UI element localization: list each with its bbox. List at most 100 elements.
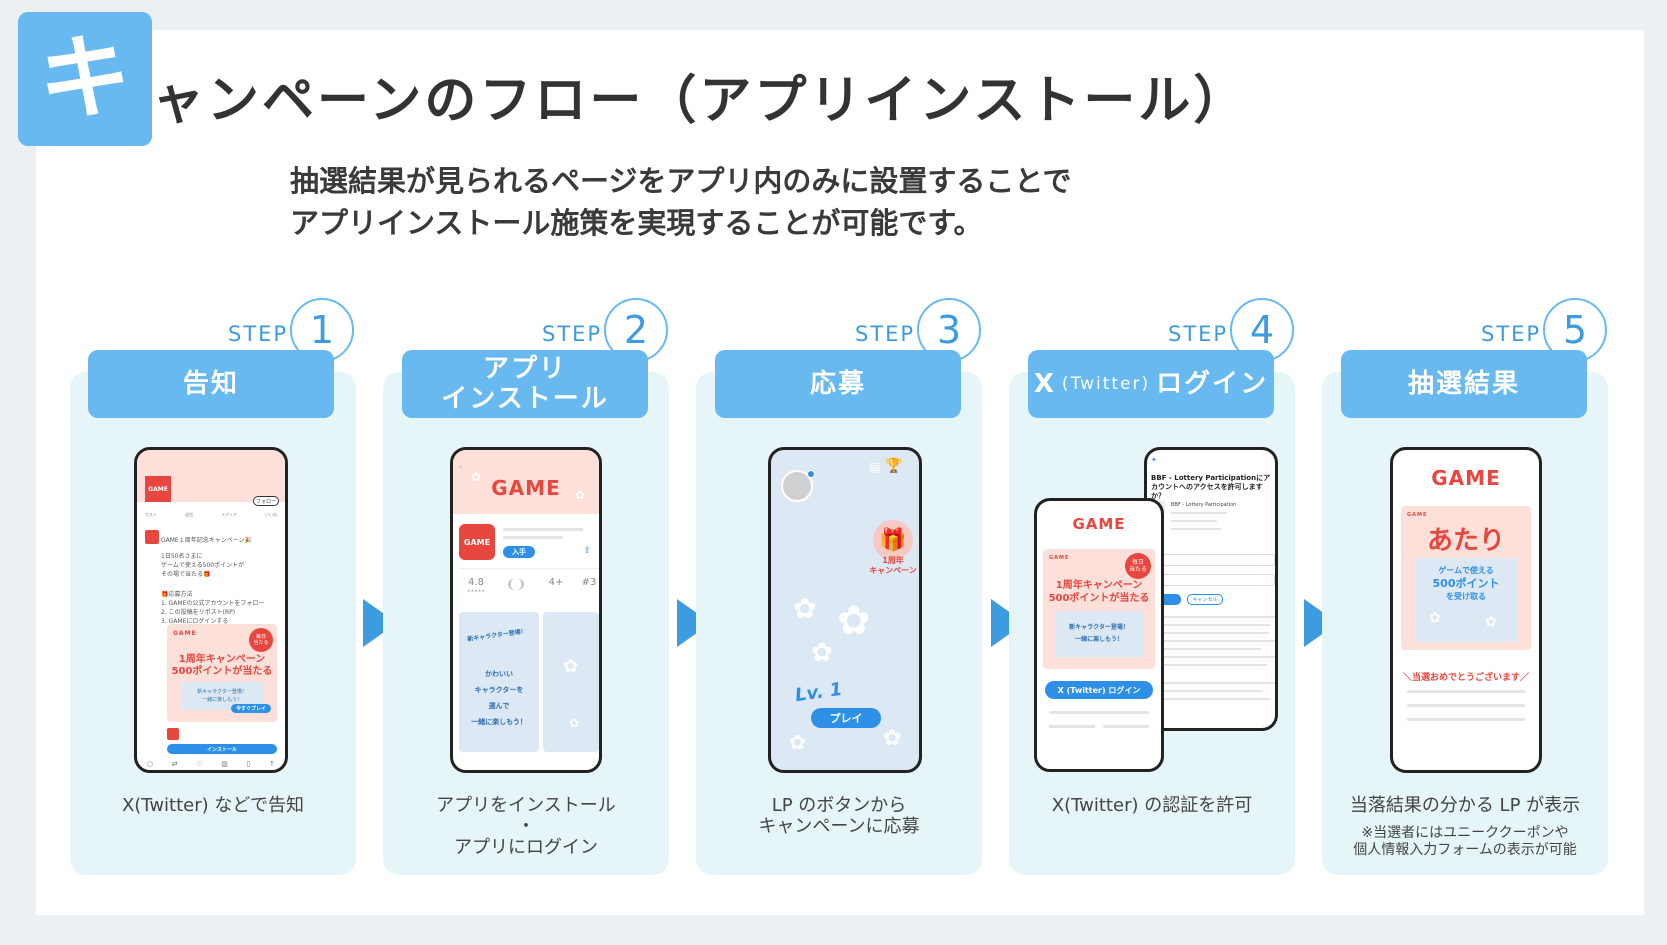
trophy-icon[interactable]: 🏆 <box>885 458 903 474</box>
tab-media[interactable]: メディア <box>221 512 237 517</box>
follow-button[interactable]: フォロー <box>253 496 279 506</box>
banner-play-button[interactable]: 今すぐプレイ <box>231 704 271 713</box>
screenshot-2[interactable]: ✿ ✿ <box>543 612 599 752</box>
app-icon: GAME <box>459 524 495 560</box>
step-1-title: 告知 <box>88 350 334 418</box>
install-avatar <box>167 728 179 740</box>
bookmark-icon[interactable]: ▯ <box>246 760 251 768</box>
result-placeholder <box>1407 718 1525 721</box>
step-4-label: STEP <box>1168 322 1229 346</box>
step-5-caption: 当落結果の分かる LP が表示 <box>1322 795 1608 816</box>
flower-icon: ✿ <box>789 730 806 754</box>
app-name-placeholder <box>503 528 583 531</box>
permission-placeholder <box>1151 648 1261 650</box>
sparkle-icon: ✿ <box>574 488 585 502</box>
lp-banner-line-2: 500ポイントが当たる <box>1048 593 1150 604</box>
flower-icon: ✿ <box>883 726 902 751</box>
flower-icon: ✿ <box>471 470 482 484</box>
lp-banner-badge: 毎日 当たる <box>1125 553 1151 579</box>
result-card-logo: GAME <box>1407 512 1428 518</box>
step-5-title-text: 抽選結果 <box>1407 369 1520 399</box>
banner-badge: 毎日 当たる <box>249 628 273 652</box>
avatar[interactable] <box>781 470 813 502</box>
step-3-caption-line-1: LP のボタンから <box>771 795 907 816</box>
back-icon[interactable]: ‹ <box>459 462 463 471</box>
how-to-apply: 🎁応募方法 1. GAMEの公式アカウントをフォロー 2. この投稿をリポスト(… <box>161 590 264 626</box>
step-3-title: 応募 <box>715 350 961 418</box>
step-2-caption: アプリをインストール ・ アプリにログイン <box>383 795 669 858</box>
lp-banner: GAME 毎日 当たる 1周年キャンペーン 500ポイントが当たる 新キャラクタ… <box>1043 549 1155 669</box>
detail-placeholder <box>1171 520 1217 522</box>
list-icon[interactable]: ▤ <box>869 460 881 474</box>
tab-likes[interactable]: いいね <box>264 512 277 517</box>
x-login-button[interactable]: X (Twitter) ログイン <box>1045 681 1153 699</box>
get-button[interactable]: 入手 <box>503 546 535 558</box>
username-field[interactable] <box>1151 554 1275 566</box>
step-2-label: STEP <box>542 322 603 346</box>
flower-icon: ✿ <box>837 598 871 644</box>
how-line-1: 1. GAMEの公式アカウントをフォロー <box>161 600 265 607</box>
repost-icon[interactable]: ⇄ <box>171 760 178 768</box>
flower-icon: ✿ <box>1485 614 1497 630</box>
step-5-title: 抽選結果 <box>1341 350 1587 418</box>
gift-icon[interactable]: 🎁 <box>873 520 913 560</box>
stat-rating: 4.8 ★★★★★ <box>459 569 493 608</box>
bird-icon: ✦ <box>1151 456 1157 464</box>
screenshot-1[interactable]: 新キャラクター登場！ かわいい キャラクターを 選んで 一緒に楽しもう！ <box>459 612 539 752</box>
page-title: ャンペーンのフロー（アプリインストール） <box>152 71 1249 131</box>
share-icon[interactable]: ⇪ <box>583 546 591 556</box>
notification-dot <box>807 470 815 478</box>
result-logo: GAME <box>1431 466 1501 490</box>
title-badge: キ <box>18 12 152 146</box>
step-5-note: ※当選者にはユニーククーポンや 個人情報入力フォームの表示が可能 <box>1322 825 1608 859</box>
like-icon[interactable]: ♡ <box>196 760 203 768</box>
step-3-title-text: 応募 <box>809 369 866 399</box>
phone-4-lp: GAME GAME 毎日 当たる 1周年キャンペーン 500ポイントが当たる 新… <box>1034 498 1164 772</box>
campaign-banner[interactable]: GAME 毎日 当たる 1周年キャンペーン 500ポイントが当たる 新キャラクタ… <box>167 624 277 722</box>
store-header: ‹ ✿ GAME ✿ <box>453 450 599 514</box>
level-label: Lv. 1 <box>793 678 844 707</box>
step-3-caption-line-2: キャンペーンに応募 <box>758 816 920 837</box>
permission-placeholder <box>1151 624 1271 626</box>
banner-headline: 1周年キャンペーン 500ポイントが当たる <box>167 654 277 678</box>
lp-sub-line-2: 一緒に楽しもう！ <box>1075 636 1123 643</box>
step-4-title-x: X <box>1033 369 1056 399</box>
detail-placeholder <box>1171 512 1227 514</box>
step-4-caption: X(Twitter) の認証を許可 <box>1009 795 1295 816</box>
step-5-note-line-1: ※当選者にはユニーククーポンや <box>1361 825 1569 841</box>
campaign-badge-line-1: 1周年 <box>882 556 904 565</box>
banner-sub-line-1: 新キャラクター登場！ <box>197 689 247 695</box>
stat-age: 4+ <box>548 577 564 588</box>
password-field[interactable] <box>1151 574 1275 586</box>
congrats-text: ＼当選おめでとうございます／ <box>1402 673 1529 683</box>
install-button[interactable]: インストール <box>167 744 277 754</box>
prize-line-1: ゲームで使える <box>1438 566 1494 575</box>
step-4-title-twitter: (Twitter) <box>1061 374 1151 394</box>
phone-4-auth: ✦ BBF - Lottery Participationにアカウントへのアクセ… <box>1144 447 1278 731</box>
step-3-label: STEP <box>855 322 916 346</box>
campaign-badge[interactable]: 1周年 キャンペーン <box>857 556 919 576</box>
tab-replies[interactable]: 返信 <box>185 512 194 517</box>
detail-placeholder <box>1171 528 1221 530</box>
tab-posts[interactable]: ポスト <box>145 512 157 517</box>
how-line-3: 3. GAMEにログインする <box>161 618 229 625</box>
banner-badge-line-2: 当たる <box>253 640 269 646</box>
views-icon[interactable]: ▥ <box>221 760 228 768</box>
cancel-button[interactable]: キャンセル <box>1187 594 1223 605</box>
authorize-button[interactable] <box>1151 594 1181 605</box>
permission-placeholder <box>1151 616 1275 618</box>
prize-text: ゲームで使える 500ポイント を受け取る <box>1415 564 1517 603</box>
play-button[interactable]: プレイ <box>811 708 881 728</box>
permission-placeholder <box>1151 682 1275 684</box>
reply-icon[interactable]: ○ <box>147 760 154 768</box>
step-4-caption-line-1: X(Twitter) の認証を許可 <box>1051 795 1253 816</box>
share-icon[interactable]: ↑ <box>269 760 275 768</box>
store-header-logo: GAME <box>491 476 561 500</box>
app-sub-placeholder <box>503 536 563 539</box>
flower-icon: ✿ <box>793 592 817 625</box>
win-text: あたり <box>1426 526 1505 556</box>
screenshot-1-body: かわいい キャラクターを 選んで 一緒に楽しもう！ <box>459 666 539 730</box>
step-4-title-login: ログイン <box>1156 369 1269 399</box>
post-line-1: 1日50名さまに <box>161 553 203 560</box>
prize-panel[interactable]: ゲームで使える 500ポイント を受け取る ✿ ✿ <box>1415 558 1517 642</box>
